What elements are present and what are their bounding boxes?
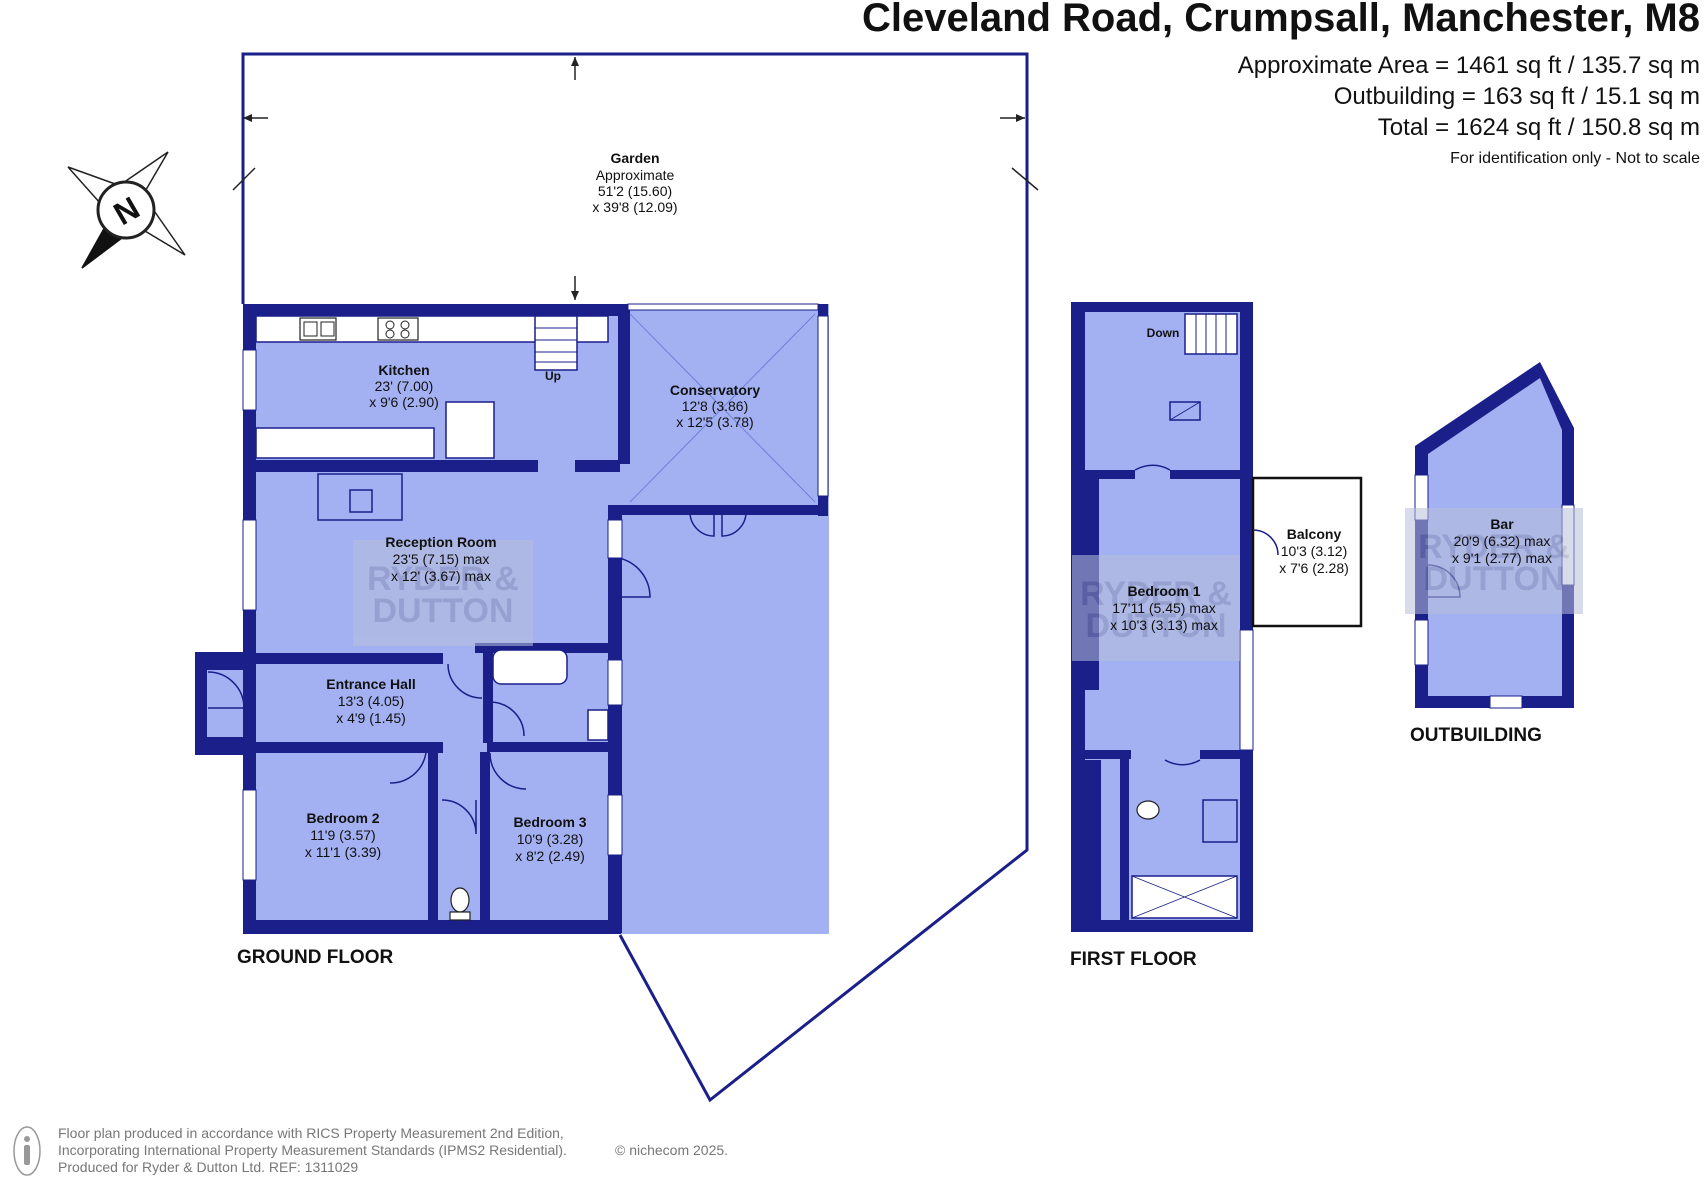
- svg-text:x 39'8 (12.09): x 39'8 (12.09): [592, 199, 677, 215]
- garden: [232, 52, 1039, 1103]
- stairs-down-label: Down: [1147, 326, 1180, 340]
- svg-text:Bar: Bar: [1490, 516, 1514, 532]
- svg-text:12'8 (3.86): 12'8 (3.86): [682, 398, 749, 414]
- bedroom-1-label: Bedroom 1 17'11 (5.45) max x 10'3 (3.13)…: [1110, 583, 1218, 633]
- svg-text:Balcony: Balcony: [1287, 526, 1342, 542]
- svg-text:RYDER &: RYDER &: [1080, 575, 1232, 613]
- svg-text:20'9 (6.32) max: 20'9 (6.32) max: [1454, 533, 1551, 549]
- svg-text:10'9 (3.28): 10'9 (3.28): [517, 831, 584, 847]
- svg-text:Conservatory: Conservatory: [670, 382, 760, 398]
- svg-text:Approximate: Approximate: [596, 167, 675, 183]
- svg-text:x 4'9 (1.45): x 4'9 (1.45): [336, 710, 406, 726]
- balcony: [1251, 476, 1363, 628]
- svg-text:17'11 (5.45) max: 17'11 (5.45) max: [1112, 600, 1216, 616]
- svg-text:x 12'5 (3.78): x 12'5 (3.78): [676, 414, 753, 430]
- svg-text:x 10'3 (3.13) max: x 10'3 (3.13) max: [1110, 617, 1218, 633]
- svg-text:RYDER &: RYDER &: [367, 560, 519, 598]
- svg-text:RYDER &: RYDER &: [1418, 528, 1570, 566]
- kitchen-label: Kitchen 23' (7.00) x 9'6 (2.90): [369, 362, 439, 410]
- svg-text:x 7'6 (2.28): x 7'6 (2.28): [1279, 560, 1349, 576]
- bar-label: Bar 20'9 (6.32) max x 9'1 (2.77) max: [1452, 516, 1552, 566]
- svg-text:x 11'1 (3.39): x 11'1 (3.39): [305, 844, 381, 860]
- compass-icon: N: [67, 151, 186, 269]
- footer-notes: Floor plan produced in accordance with R…: [58, 1125, 567, 1176]
- area-total: Total = 1624 sq ft / 150.8 sq m: [1377, 114, 1700, 141]
- svg-text:x 9'6 (2.90): x 9'6 (2.90): [369, 394, 439, 410]
- info-person-icon: [13, 1126, 41, 1176]
- svg-text:Kitchen: Kitchen: [378, 362, 429, 378]
- svg-text:Bedroom 3: Bedroom 3: [513, 814, 586, 830]
- svg-text:23' (7.00): 23' (7.00): [375, 378, 434, 394]
- footer-line-1: Floor plan produced in accordance with R…: [58, 1125, 564, 1141]
- stairs-up-label: Up: [545, 369, 561, 383]
- footer-line-2: Incorporating International Property Mea…: [58, 1142, 567, 1158]
- balcony-label: Balcony 10'3 (3.12) x 7'6 (2.28): [1279, 526, 1349, 576]
- svg-text:Bedroom 1: Bedroom 1: [1127, 583, 1200, 599]
- footer-brand: © nichecom 2025.: [615, 1142, 729, 1158]
- svg-text:11'9 (3.57): 11'9 (3.57): [310, 827, 375, 843]
- svg-text:Reception Room: Reception Room: [385, 534, 496, 550]
- garden-label: Garden Approximate 51'2 (15.60) x 39'8 (…: [592, 150, 677, 215]
- bedroom-3-label: Bedroom 3 10'9 (3.28) x 8'2 (2.49): [513, 814, 586, 864]
- footer-line-3: Produced for Ryder & Dutton Ltd. REF: 13…: [58, 1159, 359, 1175]
- svg-text:13'3 (4.05): 13'3 (4.05): [338, 693, 405, 709]
- ground-floor-label: GROUND FLOOR: [237, 947, 393, 968]
- conservatory-label: Conservatory 12'8 (3.86) x 12'5 (3.78): [670, 382, 760, 430]
- svg-text:x 12' (3.67) max: x 12' (3.67) max: [391, 568, 491, 584]
- svg-text:Bedroom 2: Bedroom 2: [306, 810, 379, 826]
- ground-floor: [195, 303, 829, 934]
- bedroom-2-label: Bedroom 2 11'9 (3.57) x 11'1 (3.39): [305, 810, 381, 860]
- area-main: Approximate Area = 1461 sq ft / 135.7 sq…: [1237, 52, 1700, 79]
- svg-text:10'3 (3.12): 10'3 (3.12): [1281, 543, 1348, 559]
- watermark-logo: RYDER & DUTTON RYDER & DUTTON RYDER & DU…: [353, 508, 1583, 661]
- area-outbuilding: Outbuilding = 163 sq ft / 15.1 sq m: [1333, 83, 1700, 110]
- svg-text:DUTTON: DUTTON: [372, 592, 513, 630]
- page-title: Cleveland Road, Crumpsall, Manchester, M…: [861, 0, 1700, 40]
- svg-text:Garden: Garden: [610, 150, 659, 166]
- svg-text:DUTTON: DUTTON: [1085, 607, 1226, 645]
- svg-text:x 8'2 (2.49): x 8'2 (2.49): [515, 848, 585, 864]
- svg-text:Entrance Hall: Entrance Hall: [326, 676, 415, 692]
- svg-text:23'5 (7.15) max: 23'5 (7.15) max: [393, 551, 490, 567]
- scale-disclaimer: For identification only - Not to scale: [1450, 150, 1700, 167]
- reception-room-label: Reception Room 23'5 (7.15) max x 12' (3.…: [385, 534, 496, 584]
- entrance-hall-label: Entrance Hall 13'3 (4.05) x 4'9 (1.45): [326, 676, 415, 726]
- svg-text:x 9'1 (2.77) max: x 9'1 (2.77) max: [1452, 550, 1552, 566]
- svg-text:DUTTON: DUTTON: [1423, 560, 1564, 598]
- svg-text:51'2 (15.60): 51'2 (15.60): [598, 183, 672, 199]
- first-floor-label: FIRST FLOOR: [1070, 949, 1197, 970]
- outbuilding-label: OUTBUILDING: [1410, 725, 1542, 746]
